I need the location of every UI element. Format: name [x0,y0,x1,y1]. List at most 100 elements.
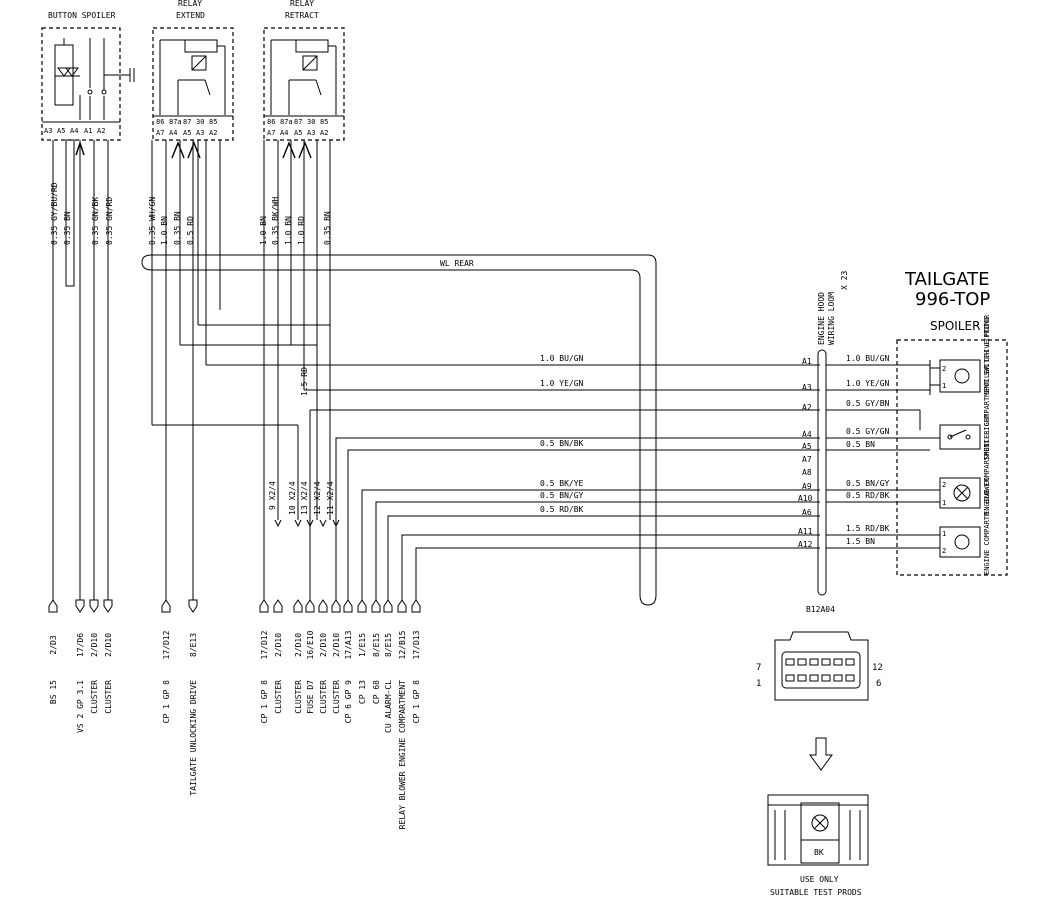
terminal-ref-code: 8/E15 [384,633,393,657]
arrow-down-icon [809,737,833,771]
pin-label: A9 [802,482,812,491]
note-line-1: USE ONLY [800,875,839,884]
pin-label: A3 [196,129,204,137]
pin-label: A8 [802,468,812,477]
terminal-ref-code: 17/D13 [412,630,421,659]
engine-compartment-light: 2 1 ENGINE COMPARTMENT LIGHT [930,413,991,515]
wire-label: 1.0 BU/GN [540,354,584,363]
wire-label: 0.5 BN [846,440,875,449]
terminal-ref-code: 16/E10 [306,630,315,659]
pin-label: 1 [942,530,946,538]
terminal-ref-label: RELAY BLOWER ENGINE COMPARTMENT [398,680,407,829]
terminal-ref-code: 8/E13 [189,633,198,657]
pin-label: A4 [70,127,78,135]
pin-label: A5 [183,129,191,137]
relay-extend-title-2: EXTEND [176,11,205,20]
terminal-ref-code: 2/D10 [294,633,303,657]
wire-label: 1.0 BN [284,216,293,245]
terminal-ref-label: CLUSTER [274,680,283,714]
terminal-ref-code: 2/D10 [104,633,113,657]
pin-label: A3 [802,383,812,392]
connector-color: BK [814,848,824,857]
terminal-symbol [259,599,269,613]
terminal-symbol [343,599,353,613]
terminal-ref-code: 1/E15 [358,633,367,657]
wire-label: 0.5 RD/BK [846,491,890,500]
connector-pins [785,658,855,682]
relay-extend-title-1: RELAY [178,0,202,8]
plug-label: 13 X2/4 [300,481,309,515]
pin-label: 87 [294,118,302,126]
pin-label: 87a [280,118,293,126]
pin-label: 30 [307,118,315,126]
pin-label: A1 [84,127,92,135]
wl-rear-label: WL REAR [440,259,474,268]
terminal-symbol [383,599,393,613]
tailgate-spoiler: TAILGATE 996-TOP SPOILER 1.0 BU/GN 1.0 Y… [826,269,1008,576]
vertical-wire-labels: 0.35 GY/BU/RD 0.35 BN 0.35 GN/BK 0.35 GN… [50,182,332,396]
wire-label: 1.0 YE/GN [846,379,890,388]
tailgate-model: 996-TOP [915,289,990,310]
pin-label: 87a [169,118,182,126]
relay-retract: RELAY RETRACT 86 87a 87 30 85 A7 A4 A5 A… [263,0,345,159]
connector-b12a04: B12A04 7 1 12 6 BK USE ONLY SUITABLE TES… [756,605,883,897]
pin-label: A1 [802,357,812,366]
relay-extend: RELAY EXTEND 86 87a 87 30 85 A7 A4 A5 A3… [152,0,234,159]
pin-label: 12 [872,663,883,673]
terminal-symbol [318,599,328,613]
wire-label: 0.5 RD/BK [540,505,584,514]
pin-label: A10 [798,494,813,503]
pin-label: A4 [169,129,177,137]
terminal-ref-label: CP 1 GP 8 [162,680,171,724]
connector-face: BK [767,794,869,866]
pin-label: 2 [942,547,946,555]
pin-label: A7 [802,455,812,464]
pin-label: A3 [307,129,315,137]
pin-label: A5 [57,127,65,135]
button-spoiler: BUTTON SPOILER A3 A5 A4 A1 A2 [41,11,135,600]
spoiler-lifting-switch: SPOILER COMPARTMENT SWITCH LIFTING [919,317,991,460]
note-line-2: SUITABLE TEST PRODS [770,888,862,897]
pin-label: A2 [320,129,328,137]
wire-label: 0.35 GY/BU/RD [50,182,59,245]
wire-label: 1.0 YE/GN [540,379,584,388]
pin-label: A2 [97,127,105,135]
terminal-ref-code: 17/D12 [260,630,269,659]
terminal-symbol [103,599,113,613]
terminal-ref-code: 17/D12 [162,630,171,659]
terminal-ref-label: CU ALARM-CL [384,680,393,733]
plug-label: 11 X2/4 [326,481,335,515]
pin-label: 87 [183,118,191,126]
wire-label: 1.0 RD [297,216,306,245]
terminal-symbol [161,599,171,613]
wire-label: 0.35 BN [323,211,332,245]
terminal-symbol [371,599,381,613]
pin-label: 2 [942,481,946,489]
wire-label: 0.35 GN/RD [105,197,114,245]
wire-label: 0.35 BK/WH [271,197,280,245]
terminal-symbol [293,599,303,613]
pin-label: 6 [876,679,881,689]
terminal-symbol [331,599,341,613]
terminal-ref-code: 2/D10 [274,633,283,657]
terminal-symbol [357,599,367,613]
terminal-symbol [397,599,407,613]
terminal-ref-code: 12/B15 [398,630,407,659]
pin-label: A5 [294,129,302,137]
relay-retract-title-2: RETRACT [285,11,319,20]
plug-labels: 9 X2/4 10 X2/4 13 X2/4 12 X2/4 11 X2/4 [268,481,335,515]
plug-label: 9 X2/4 [268,481,277,510]
device-label: ENGINE COMPARTM. BLOWER [983,477,991,575]
button-spoiler-title: BUTTON SPOILER [48,11,116,20]
wire-label: 1.0 BN [160,216,169,245]
pin-label: 85 [320,118,328,126]
terminal-symbol [305,599,315,613]
wire-label: 0.5 BN/BK [540,439,584,448]
pin-label: 2 [942,365,946,373]
plug-label: 12 X2/4 [313,481,322,515]
pin-label: A12 [798,540,813,549]
loom-label: ENGINE HOOD [817,292,826,345]
wire-label: 0.5 BN/GY [846,479,890,488]
wire-label: 0.5 BK/YE [540,479,584,488]
